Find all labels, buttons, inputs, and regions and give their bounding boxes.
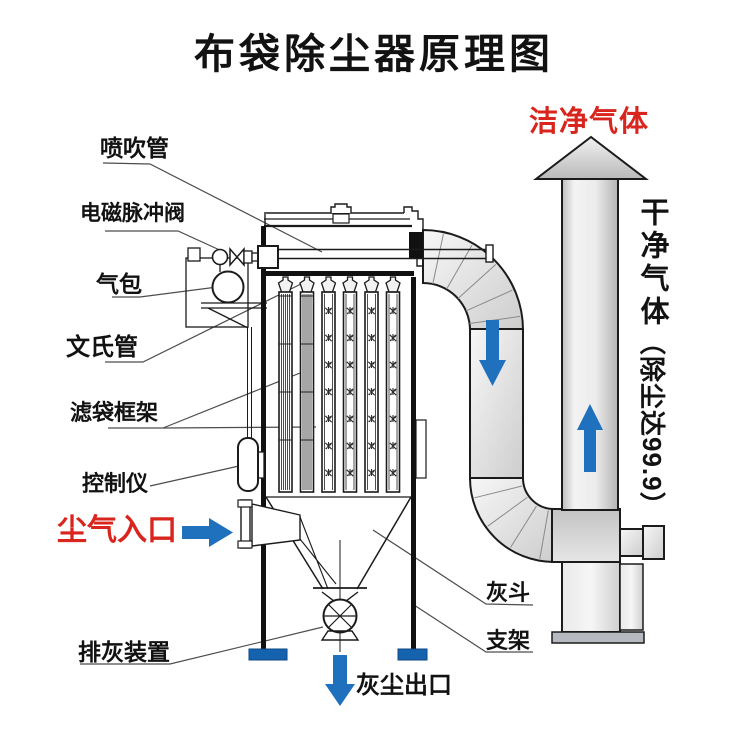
lid-right-hook <box>403 206 424 231</box>
hopper-walls <box>265 496 412 590</box>
fan-inlet-block <box>551 508 621 563</box>
leader-air-bag <box>112 285 226 298</box>
label-support: 支架 <box>486 628 530 653</box>
label-clean-gas-vertical: 干净气体（除尘达99.9） <box>621 197 668 547</box>
base-plate <box>551 631 645 644</box>
rotary-valve <box>313 540 367 652</box>
controller-unit <box>237 437 265 492</box>
chimney-up-arrow-icon <box>577 404 603 472</box>
pulse-valve-actuator <box>211 248 229 266</box>
clean-gas-vertical-note: （除尘达99.9） <box>637 329 667 519</box>
baghouse <box>263 203 427 498</box>
leader-venturi <box>105 281 306 363</box>
right-wall-leg <box>411 277 416 650</box>
foot-plate-right <box>397 648 428 661</box>
label-pulse-valve: 电磁脉冲阀 <box>80 201 185 225</box>
blow-pipe-end-cap <box>485 244 494 263</box>
duct-bottom-elbow <box>468 477 555 564</box>
leader-pulse-valve <box>105 230 225 253</box>
label-dust-inlet: 尘气入口 <box>57 514 177 547</box>
tube-sheet <box>263 271 414 276</box>
inlet-duct <box>251 503 301 547</box>
lid-handle <box>330 203 352 213</box>
duct-down-arrow-icon <box>479 320 506 386</box>
flow-arrows <box>182 320 603 706</box>
outlet-block <box>409 232 423 258</box>
chimney-stack <box>561 177 619 511</box>
label-blow-pipe: 喷吹管 <box>100 135 169 161</box>
pulse-cleaning-system <box>185 247 267 438</box>
right-wall-bracket <box>415 419 427 479</box>
foot-plate-left <box>248 648 288 661</box>
pedestal-right-column <box>619 563 644 631</box>
duct-bottom-elbow-spokes <box>474 485 549 559</box>
inlet-channel <box>299 516 337 590</box>
top-lid <box>264 203 424 278</box>
conduit <box>247 327 252 438</box>
controller-capsule <box>237 437 259 492</box>
label-dust-outlet: 灰尘出口 <box>356 672 452 699</box>
venturi-tubes <box>277 276 401 293</box>
pulse-valve-body <box>229 247 245 267</box>
leader-ash-discharge <box>80 626 324 665</box>
exhaust-system <box>422 135 665 644</box>
duct-top-elbow <box>422 228 525 331</box>
label-air-bag: 气包 <box>95 271 142 297</box>
label-clean-gas: 洁净气体 <box>529 105 649 138</box>
page-title: 布袋除尘器原理图 <box>194 31 554 77</box>
dust-outlet-arrow-icon <box>325 655 355 706</box>
side-stub-flange <box>642 525 665 560</box>
chimney-pedestal <box>561 561 621 633</box>
leader-lines <box>80 162 534 665</box>
label-ash-hopper: 灰斗 <box>486 580 530 605</box>
filter-bags-dusty <box>321 291 401 493</box>
left-wall-leg <box>261 226 266 650</box>
air-bag-tank <box>211 270 245 304</box>
hopper-assembly <box>237 496 412 652</box>
label-venturi: 文氏管 <box>66 333 138 361</box>
blow-pipe-assembly <box>257 244 494 269</box>
filter-bag-cages <box>278 291 315 493</box>
label-bag-cage: 滤袋框架 <box>70 400 158 425</box>
leader-support <box>413 604 533 653</box>
clean-gas-vertical-main: 干净气体 <box>636 197 668 329</box>
label-ash-discharge: 排灰装置 <box>78 639 170 665</box>
chimney-cap <box>533 135 649 180</box>
airbag-shelf <box>201 302 267 329</box>
pipe-junction-box <box>257 245 279 269</box>
leader-controller <box>149 465 240 487</box>
leader-ash-hopper <box>372 529 534 606</box>
label-controller: 控制仪 <box>82 471 149 496</box>
inlet-arrow-icon <box>182 518 233 547</box>
blow-pipe-line <box>278 248 487 260</box>
